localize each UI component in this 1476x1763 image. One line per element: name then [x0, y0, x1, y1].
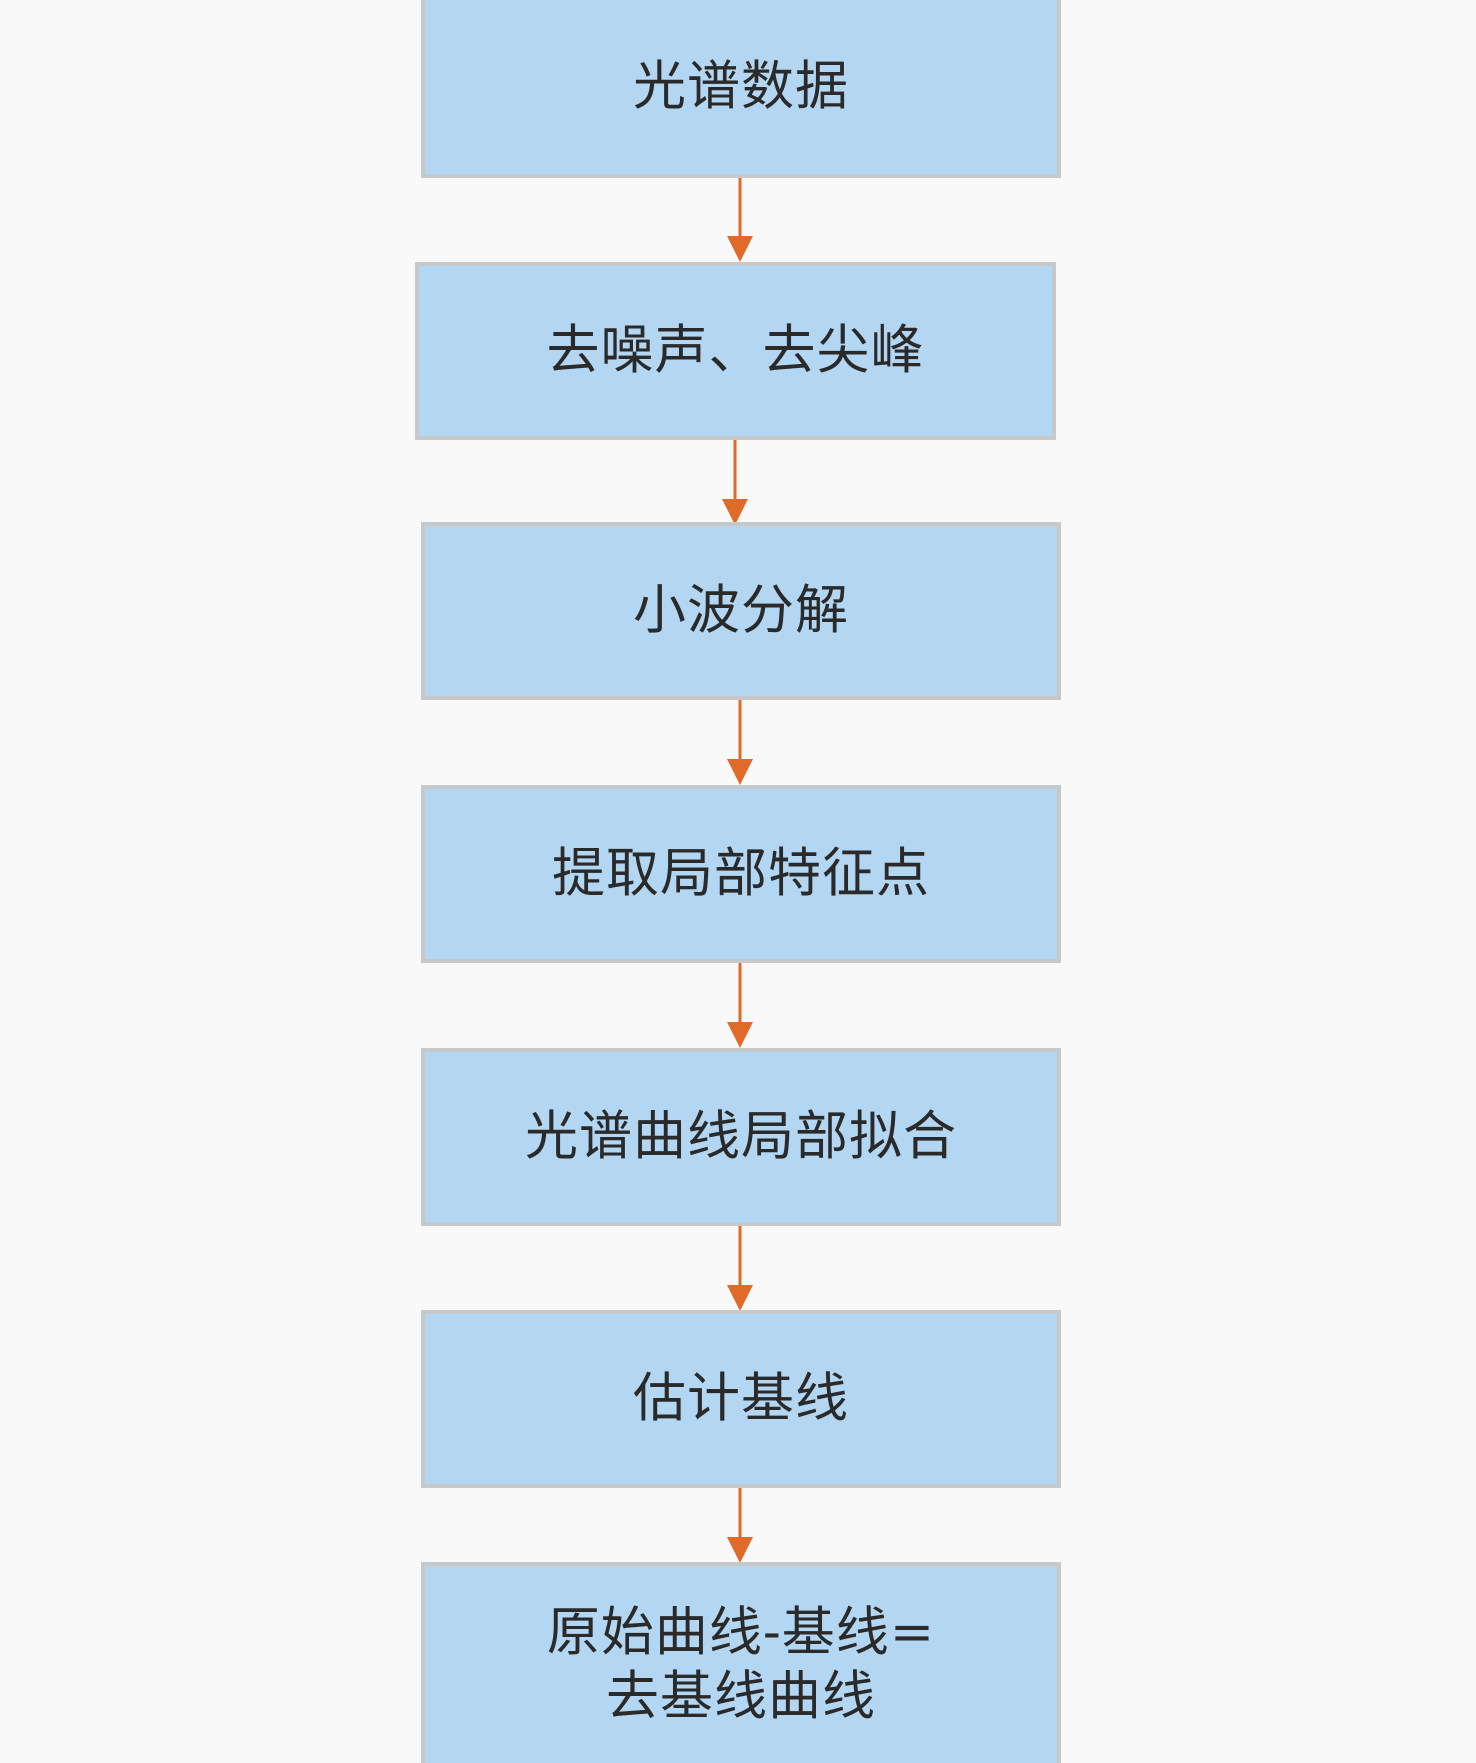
- step-label: 提取局部特征点: [552, 843, 930, 905]
- step-label: 光谱数据: [633, 56, 849, 118]
- step-label: 估计基线: [633, 1368, 849, 1430]
- step-estimate-baseline: 估计基线: [421, 1310, 1061, 1488]
- step-local-curve-fitting: 光谱曲线局部拟合: [421, 1048, 1061, 1226]
- step-label: 去噪声、去尖峰: [546, 320, 925, 382]
- step-denoise-despike: 去噪声、去尖峰: [415, 262, 1056, 440]
- step-label: 小波分解: [633, 580, 849, 642]
- step-extract-local-feature-points: 提取局部特征点: [421, 785, 1061, 963]
- arrow-4: [727, 960, 753, 1048]
- arrow-2: [722, 437, 748, 525]
- step-baseline-removed-curve: 原始曲线-基线= 去基线曲线: [421, 1562, 1061, 1763]
- step-label-line-2: 去基线曲线: [606, 1665, 876, 1727]
- step-label: 光谱曲线局部拟合: [525, 1106, 957, 1168]
- step-spectral-data: 光谱数据: [421, 0, 1061, 178]
- arrow-5: [727, 1223, 753, 1311]
- arrow-6: [727, 1485, 753, 1563]
- arrow-3: [727, 697, 753, 785]
- step-label-line-1: 原始曲线-基线=: [546, 1601, 936, 1663]
- arrow-1: [727, 174, 753, 262]
- step-wavelet-decomposition: 小波分解: [421, 522, 1061, 700]
